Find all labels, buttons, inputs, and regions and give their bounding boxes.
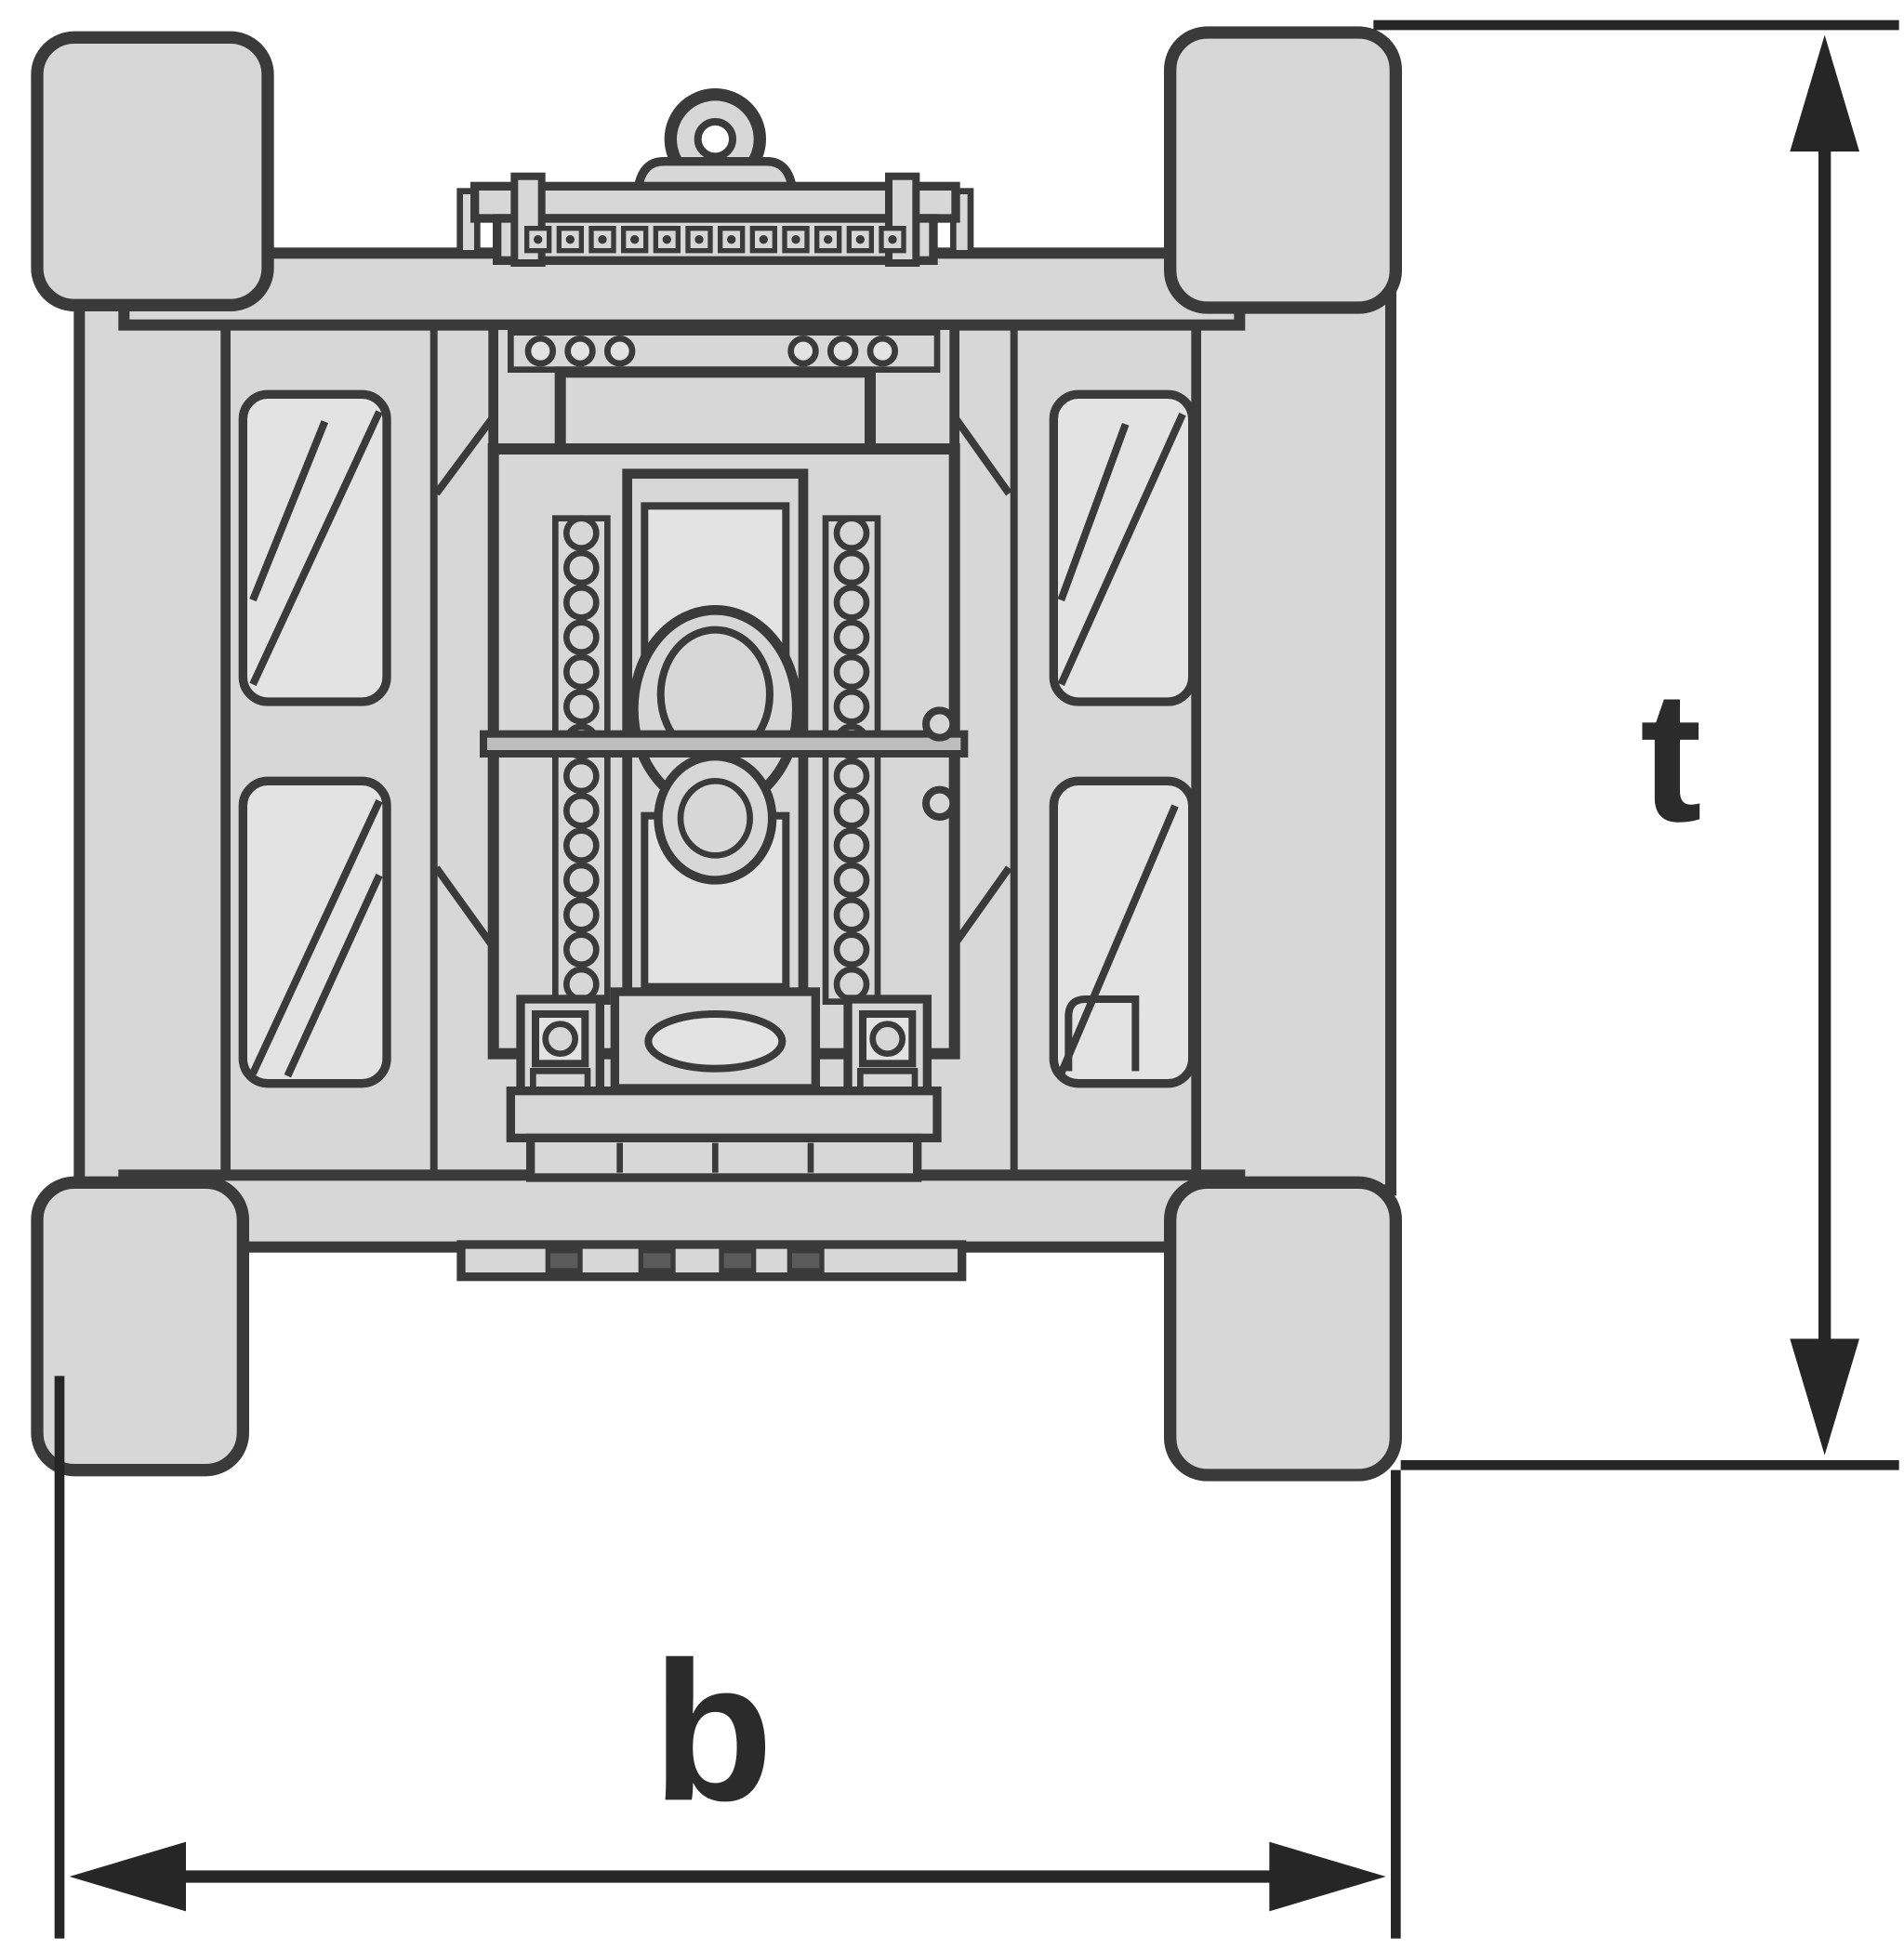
crossbar-bolt-top — [922, 706, 958, 742]
b-arrowhead-left-icon — [69, 1841, 186, 1912]
b-arrowhead-right-icon — [1269, 1841, 1386, 1912]
center-base-oval — [644, 1010, 787, 1073]
crossbar — [480, 730, 969, 758]
main-housing — [480, 443, 969, 1060]
panel-cutout-right-top-braces — [1057, 413, 1186, 686]
panel-cutout-left-top-braces — [249, 410, 383, 687]
lower-dome-inner — [677, 778, 753, 859]
engine-top-block — [554, 366, 876, 455]
corner-pad-bottom-left — [31, 1176, 249, 1477]
bottom-cross-bar — [118, 1169, 1246, 1253]
corner-pad-top-left — [31, 31, 274, 311]
lower-base-plate — [526, 1133, 922, 1182]
t-arrowhead-down-icon — [1790, 1338, 1859, 1456]
lower-base-ticks — [616, 1142, 814, 1173]
corner-pads — [31, 26, 1402, 1482]
corner-pad-top-right — [1164, 26, 1402, 314]
housing-braces — [433, 414, 1012, 950]
bottom-assembly — [506, 987, 942, 1182]
corner-pad-bottom-right — [1164, 1176, 1402, 1482]
top-clamp-plate — [456, 172, 974, 267]
wide-base-plate — [506, 1086, 942, 1142]
panel-cutout-left-bottom-braces — [249, 798, 383, 1078]
t-arrowhead-up-icon — [1790, 34, 1859, 152]
right-panel-corner-bracket — [1064, 995, 1140, 1072]
b-dimension-label: b — [653, 1621, 774, 1842]
center-assembly — [456, 88, 974, 1282]
skid-plate — [456, 1240, 967, 1282]
crossbar-bolt-bottom — [922, 785, 958, 821]
lower-dome — [654, 752, 777, 885]
upper-bolt-circles — [524, 335, 898, 367]
panel-cutout-right-bottom-brace — [1057, 804, 1179, 1075]
dimension-b: b — [54, 1376, 1401, 1939]
lifting-eye-hole — [694, 118, 736, 161]
t-dimension-label: t — [1640, 653, 1702, 861]
dimension-t: t — [1373, 20, 1899, 1470]
upper-mount-plate — [488, 320, 959, 455]
side-panel-cutouts — [238, 389, 1197, 1088]
